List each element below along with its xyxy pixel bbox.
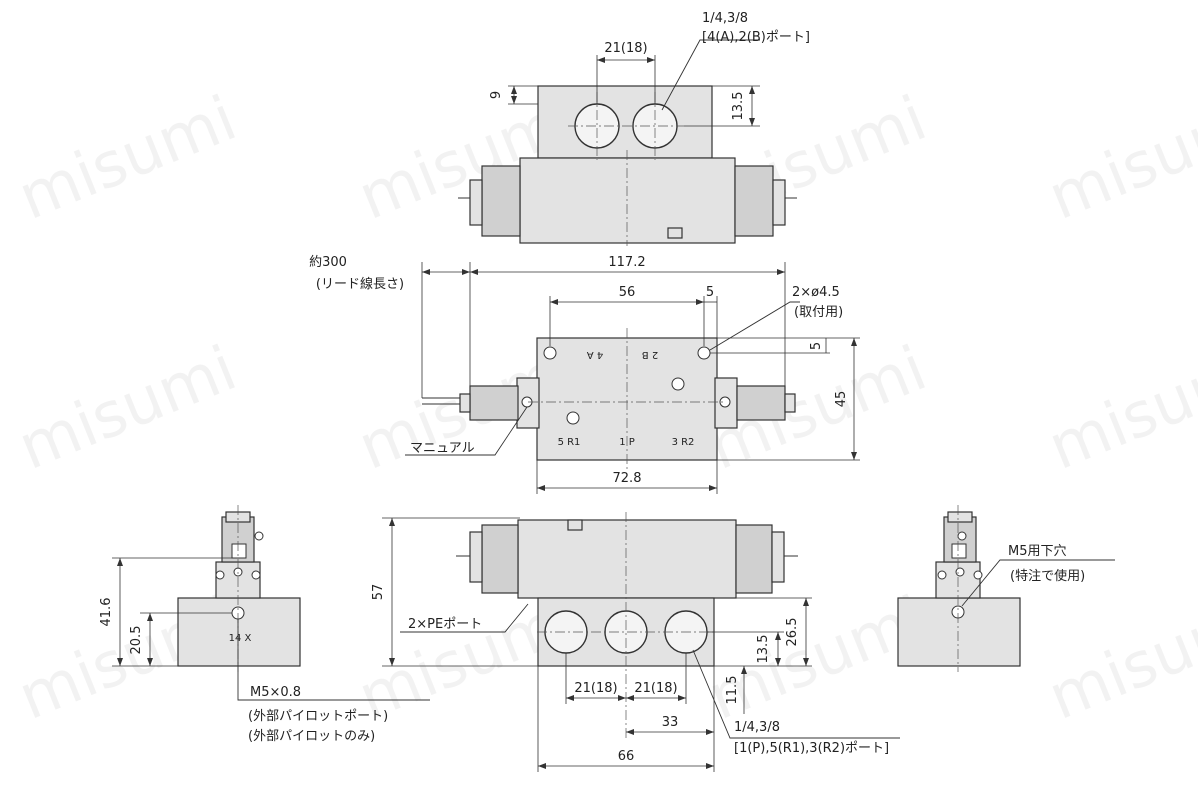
front-solenoid-left [481,524,519,594]
right-note: (特注で使用) [1010,568,1085,584]
plan-overall-length: 117.2 [608,255,645,270]
plan-label-5r1: 5 R1 [558,437,581,448]
svg-text:misumi: misumi [1038,331,1198,484]
top-port-names: [4(A),2(B)ポート] [702,30,810,45]
front-base-length: 66 [618,749,635,764]
top-solenoid-left [481,165,521,237]
top-valve-body [519,157,736,244]
left-side-view: 14 X 41.6 20.5 M5×0.8 (外部パイロットポート) (外部パイ… [99,505,430,744]
front-height: 57 [371,584,386,601]
plan-mount-offset: 5 [706,285,714,300]
svg-text:misumi: misumi [1038,581,1198,734]
plan-manual-right [719,396,731,408]
svg-text:misumi: misumi [1038,81,1198,234]
svg-text:misumi: misumi [8,331,246,484]
plan-mount-holes: 2×ø4.5 [792,285,840,300]
left-height-41-6: 41.6 [99,598,114,627]
left-thread: M5×0.8 [250,685,301,700]
top-view: 21(18) 9 13.5 1/4,3/8 [4(A),2(B)ポート] [458,11,810,246]
plan-label-1p: 1 P [619,437,635,448]
front-valve-body [517,519,737,599]
top-port-size: 1/4,3/8 [702,11,748,26]
plan-lead-note: (リード線長さ) [316,276,404,292]
front-pe-port: 2×PEポート [408,617,482,632]
front-port-size: 1/4,3/8 [734,720,780,735]
left-note-2: (外部パイロットのみ) [248,729,375,744]
plan-label-3r2: 3 R2 [672,437,695,448]
front-dim-13-5: 13.5 [756,635,771,664]
right-thread: M5用下穴 [1008,544,1067,559]
plan-body-length: 72.8 [613,471,642,486]
left-pilot-mark: 14 X [229,633,252,644]
plan-edge-offset: 5 [809,342,824,350]
top-port-block [537,85,713,159]
plan-manual-label: マニュアル [410,441,475,456]
plan-solenoid-right [736,385,786,421]
front-dim-26-5: 26.5 [785,618,800,647]
plan-mount-hole-right [697,346,711,360]
plan-solenoid-left [469,385,519,421]
left-height-20-5: 20.5 [129,626,144,655]
front-view: 57 2×PEポート 26.5 13.5 11.5 21(18) 21(18) … [371,512,900,772]
front-solenoid-right [735,524,773,594]
plan-mount-note: (取付用) [794,305,843,320]
top-solenoid-right [734,165,774,237]
right-side-view: M5用下穴 (特注で使用) [897,505,1115,672]
front-dim-11-5: 11.5 [725,676,740,705]
plan-width: 45 [834,391,849,408]
plan-mount-pitch: 56 [619,285,636,300]
front-pitch-right: 21(18) [634,681,677,696]
front-pitch-left: 21(18) [574,681,617,696]
plan-lead-length: 約300 [309,255,347,270]
dim-top-9: 9 [489,91,504,99]
left-note-1: (外部パイロットポート) [248,709,388,724]
plan-label-2b: 2 B [642,349,659,360]
front-port-names: [1(P),5(R1),3(R2)ポート] [734,741,889,756]
dim-top-13-5: 13.5 [731,92,746,121]
svg-text:misumi: misumi [8,81,246,234]
plan-label-4a: 4 A [587,349,604,360]
dim-top-port-pitch: 21(18) [604,41,647,56]
plan-mount-hole-left [543,346,557,360]
plan-view: 4 A 2 B 5 R1 1 P 3 R2 約300 (リード線長さ) 117.… [309,255,860,494]
front-dim-33: 33 [662,715,679,730]
